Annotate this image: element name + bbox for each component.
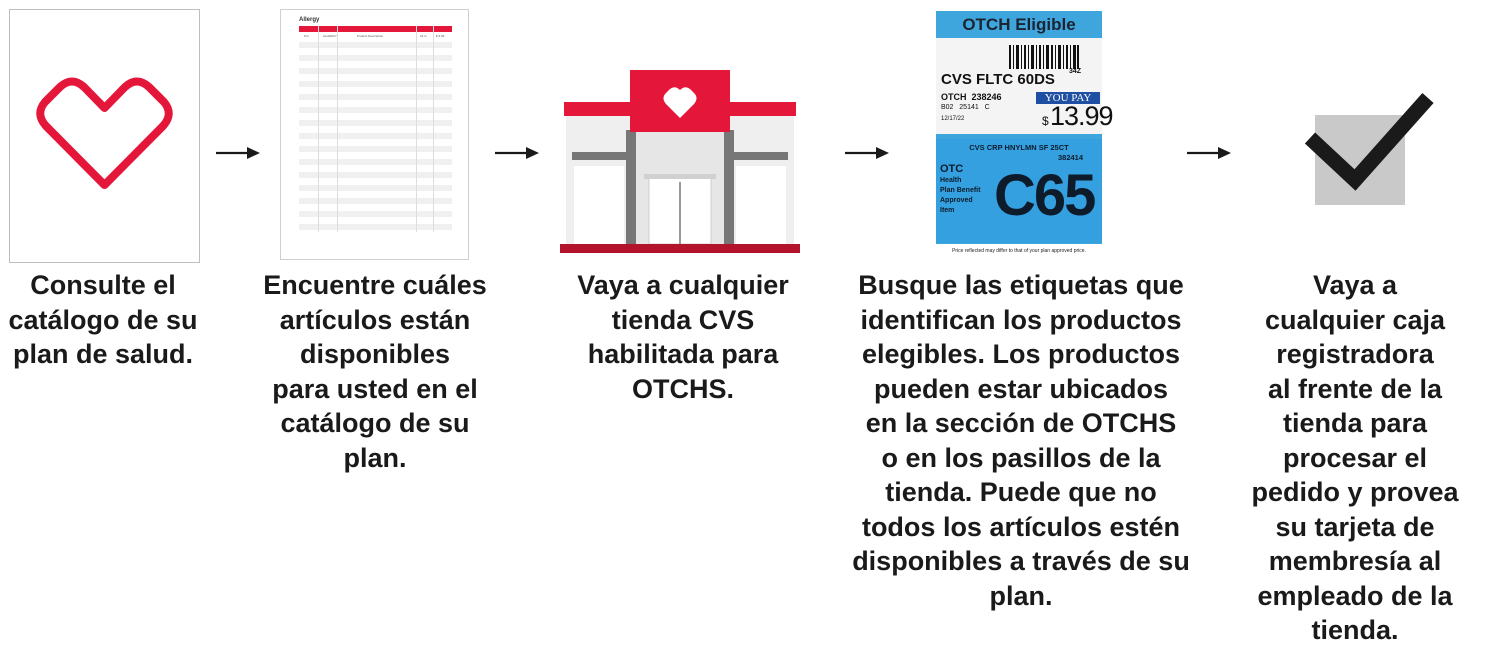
label-benefit-1: Health bbox=[940, 177, 962, 184]
document-row bbox=[299, 100, 452, 107]
document-row bbox=[299, 126, 452, 133]
document-row bbox=[299, 211, 452, 217]
label-item-number: 382414 bbox=[1058, 153, 1084, 162]
label-otch-line: OTCH 238246 bbox=[941, 92, 1002, 102]
document-row bbox=[299, 48, 452, 55]
step-2-caption: Encuentre cuáles artículos están disponi… bbox=[263, 270, 487, 473]
step-1-caption: Consulte el catálogo de su plan de salud… bbox=[8, 270, 198, 369]
label-benefit-3: Approved bbox=[940, 197, 973, 204]
row-code: ALLERGY bbox=[323, 34, 337, 38]
document-row bbox=[299, 152, 452, 159]
document-row bbox=[299, 178, 452, 185]
label-otc: OTC bbox=[940, 163, 964, 175]
document-row bbox=[299, 68, 452, 74]
document-row bbox=[299, 165, 452, 172]
document-row bbox=[299, 159, 452, 165]
row-size: 24 ct bbox=[420, 34, 427, 38]
document-row bbox=[299, 139, 452, 146]
document-column-line bbox=[433, 26, 434, 232]
arrow-right-icon bbox=[845, 147, 889, 159]
document-row bbox=[299, 133, 452, 139]
store-icon bbox=[560, 70, 800, 253]
arrow-right-icon bbox=[495, 147, 539, 159]
document-row bbox=[299, 74, 452, 81]
label-header: OTCH Eligible bbox=[962, 15, 1076, 34]
arrow-right-icon bbox=[1187, 147, 1231, 159]
document-row bbox=[299, 61, 452, 68]
label-footer: Price reflected may differ to that of yo… bbox=[936, 244, 1102, 258]
document-row bbox=[299, 146, 452, 152]
document-row bbox=[299, 113, 452, 120]
label-price-symbol: $ bbox=[1042, 114, 1049, 128]
label-price-area: CVS FLTC 60DS 34Z OTCH 238246 YOU PAY B0… bbox=[936, 38, 1114, 134]
document-title: Allergy bbox=[299, 17, 320, 23]
barcode-icon bbox=[1009, 45, 1079, 69]
document-row bbox=[299, 191, 452, 198]
document-row bbox=[299, 42, 452, 48]
document-row bbox=[299, 107, 452, 113]
row-price: $ 9.99 bbox=[436, 34, 445, 38]
document-row bbox=[299, 87, 452, 94]
document-column-line bbox=[416, 26, 417, 232]
row-category: Pnt bbox=[304, 34, 309, 38]
document-row bbox=[299, 120, 452, 126]
label-product: CVS FLTC 60DS bbox=[941, 71, 1055, 88]
document-table-header bbox=[299, 26, 452, 32]
document-row bbox=[299, 217, 452, 224]
catalog-document: Allergy Pnt ALLERGY Product Description … bbox=[280, 9, 469, 260]
document-row bbox=[299, 172, 452, 178]
label-benefit-area: CVS CRP HNYLMN SF 25CT 382414 OTC Health… bbox=[936, 139, 1102, 243]
document-row bbox=[299, 230, 452, 237]
step-5-caption: Vaya a cualquier caja registradora al fr… bbox=[1251, 270, 1459, 645]
label-item-name: CVS CRP HNYLMN SF 25CT bbox=[969, 143, 1069, 152]
document-row bbox=[299, 94, 452, 100]
label-price: 13.99 bbox=[1050, 101, 1114, 131]
document-row bbox=[299, 81, 452, 87]
step-3-caption: Vaya a cualquier tienda CVS habilitada p… bbox=[577, 270, 789, 404]
document-row bbox=[299, 224, 452, 230]
checkmark-icon bbox=[1304, 93, 1434, 205]
label-product-suffix: 34Z bbox=[1069, 68, 1082, 75]
label-big-code: C65 bbox=[994, 163, 1096, 228]
step-4-caption: Busque las etiquetas que identifican los… bbox=[852, 270, 1190, 611]
document-row bbox=[299, 198, 452, 204]
shelf-label: OTCH Eligible CVS FLTC 60DS 34Z OTCH 238… bbox=[936, 11, 1114, 258]
row-description: Product Description bbox=[357, 34, 384, 38]
arrow-right-icon bbox=[216, 147, 260, 159]
label-you-pay: YOU PAY bbox=[1036, 92, 1100, 104]
document-row bbox=[299, 204, 452, 211]
label-benefit-2: Plan Benefit bbox=[940, 187, 981, 194]
document-first-row: Pnt ALLERGY Product Description 24 ct $ … bbox=[299, 34, 452, 40]
document-column-line bbox=[337, 26, 338, 232]
document-row bbox=[299, 185, 452, 191]
heart-outline-icon bbox=[36, 77, 173, 189]
label-code-line: B02 25141 C bbox=[941, 104, 990, 111]
document-row bbox=[299, 55, 452, 61]
label-benefit-4: Item bbox=[940, 207, 955, 214]
label-date: 12/17/22 bbox=[941, 116, 965, 122]
document-column-line bbox=[318, 26, 319, 232]
catalog-card bbox=[9, 9, 200, 263]
